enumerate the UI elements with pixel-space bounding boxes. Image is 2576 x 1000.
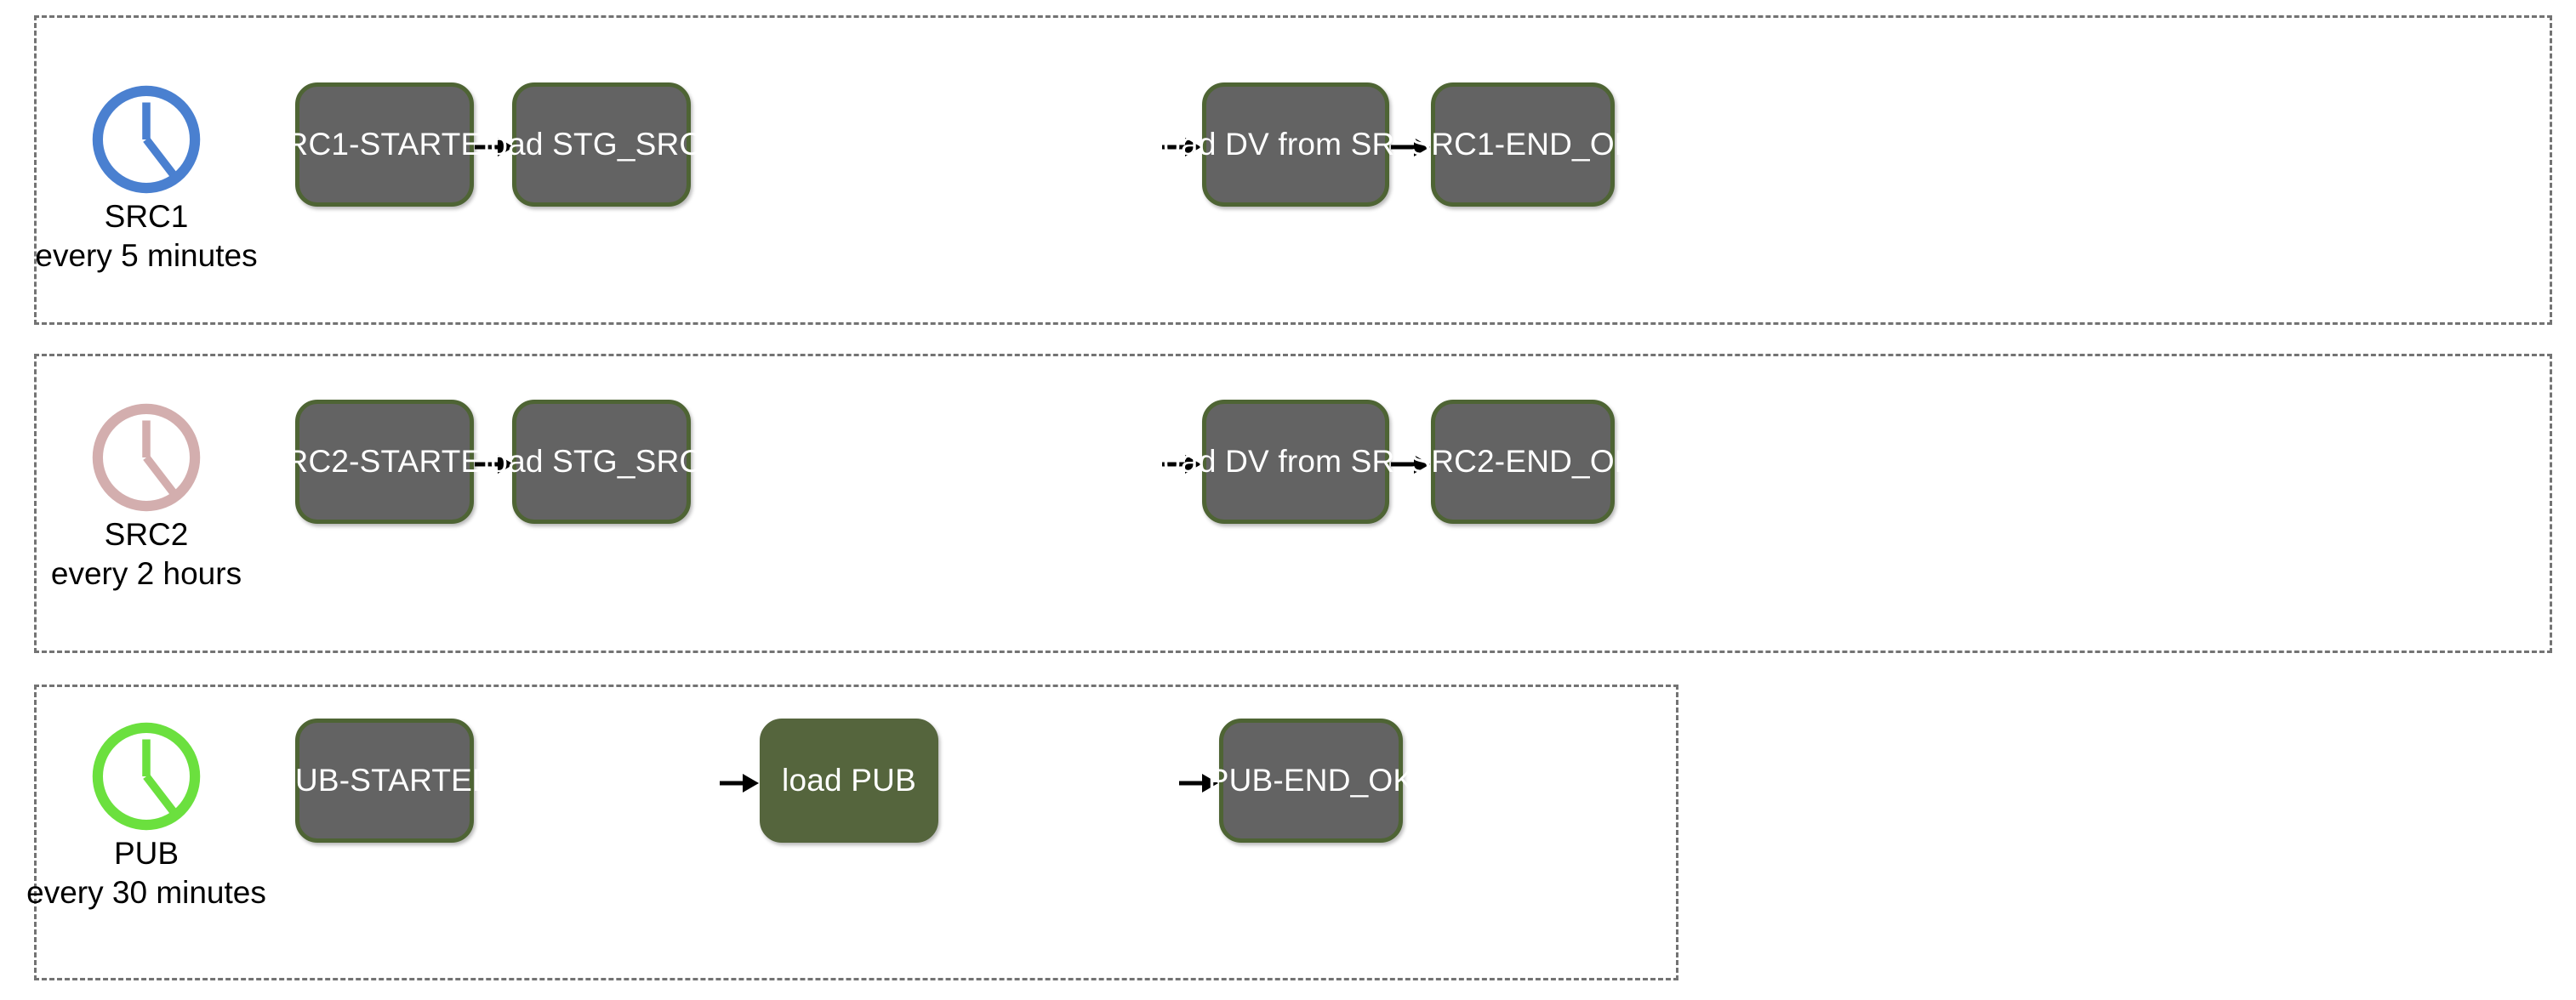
- trigger-src2[interactable]: SRC2 every 2 hours: [19, 400, 274, 594]
- arrow-src2-2: [1162, 455, 1201, 474]
- node-label: SRC1-END_OK: [1410, 127, 1636, 162]
- trigger-name-src1: SRC1: [104, 199, 189, 234]
- lane-src1[interactable]: [34, 15, 2552, 325]
- clock-icon: [92, 722, 201, 831]
- node-label: SRC1-STARTED: [264, 127, 505, 162]
- node-label: load STG_SRC1: [482, 127, 721, 162]
- node-label: PUB-END_OK: [1207, 763, 1415, 798]
- arrow-src2-1: [475, 455, 514, 474]
- arrow-pub-2: [1179, 774, 1218, 793]
- trigger-schedule-src1: every 5 minutes: [35, 238, 258, 273]
- arrow-src1-3: [1391, 138, 1430, 156]
- node-label: PUB-STARTED: [274, 763, 495, 798]
- node-pub-started[interactable]: PUB-STARTED: [274, 719, 495, 843]
- node-label: SRC2-END_OK: [1410, 444, 1636, 479]
- clock-icon: [92, 85, 201, 194]
- node-label: load PUB: [782, 763, 916, 798]
- clock-icon: [92, 403, 201, 512]
- node-src1-started[interactable]: SRC1-STARTED: [265, 82, 504, 207]
- arrow-pub-1: [720, 774, 759, 793]
- arrow-src1-1: [475, 138, 514, 156]
- arrow-src1-2: [1162, 138, 1201, 156]
- node-label: load STG_SRC2: [482, 444, 721, 479]
- node-load-stg-src1[interactable]: load STG_SRC1: [483, 82, 720, 207]
- node-load-pub[interactable]: load PUB: [760, 719, 938, 843]
- trigger-schedule-pub: every 30 minutes: [26, 875, 266, 910]
- node-load-dv-src2[interactable]: load DV from SRC2: [1156, 400, 1435, 524]
- trigger-pub[interactable]: PUB every 30 minutes: [19, 719, 274, 912]
- node-load-stg-src2[interactable]: load STG_SRC2: [483, 400, 720, 524]
- lane-src2[interactable]: [34, 354, 2552, 653]
- trigger-schedule-src2: every 2 hours: [50, 556, 242, 591]
- node-src1-end-ok[interactable]: SRC1-END_OK: [1410, 82, 1635, 207]
- lane-pub[interactable]: [34, 685, 1678, 980]
- node-src2-end-ok[interactable]: SRC2-END_OK: [1410, 400, 1635, 524]
- arrow-src2-3: [1391, 455, 1430, 474]
- node-load-dv-src1[interactable]: load DV from SRC1: [1156, 82, 1435, 207]
- node-label: load DV from SRC2: [1155, 444, 1436, 479]
- node-src2-started[interactable]: SRC2-STARTED: [265, 400, 504, 524]
- node-pub-end-ok[interactable]: PUB-END_OK: [1208, 719, 1414, 843]
- node-label: load DV from SRC1: [1155, 127, 1436, 162]
- trigger-name-src2: SRC2: [104, 517, 189, 552]
- node-label: SRC2-STARTED: [264, 444, 505, 479]
- trigger-name-pub: PUB: [113, 836, 180, 871]
- trigger-src1[interactable]: SRC1 every 5 minutes: [19, 82, 274, 276]
